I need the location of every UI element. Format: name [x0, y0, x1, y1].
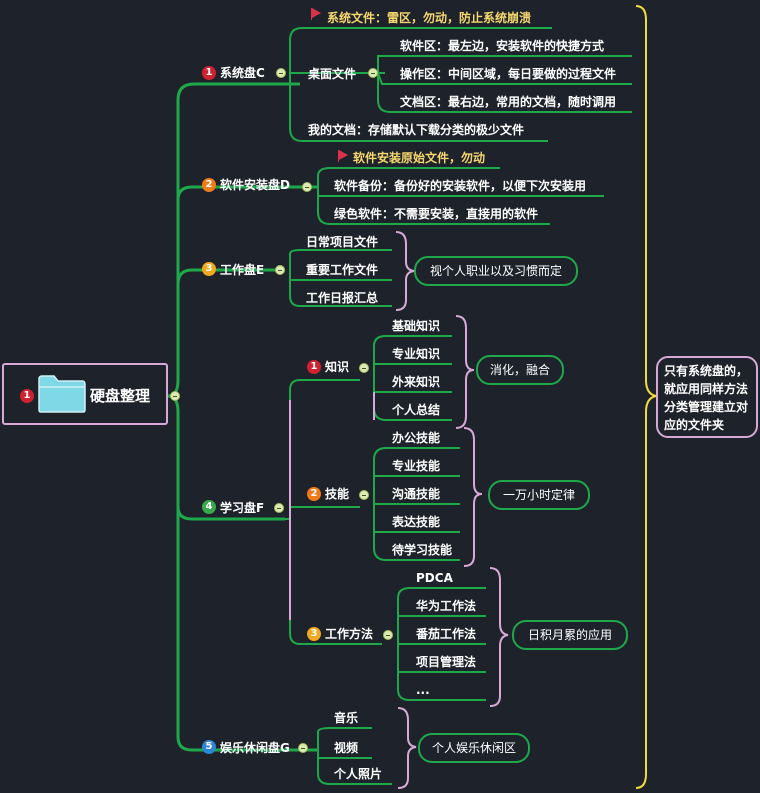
skills-item[interactable]: 专业技能: [392, 459, 441, 473]
root-priority-badge: 1: [20, 389, 34, 403]
methods-item[interactable]: 项目管理法: [416, 655, 477, 669]
flag-icon: [339, 150, 348, 160]
branch-e-item[interactable]: 工作日报汇总: [306, 291, 379, 305]
flag-pole: [311, 8, 312, 20]
root-node[interactable]: [2, 363, 168, 425]
flag-pole: [338, 150, 339, 162]
branch-g-label[interactable]: 娱乐休闲盘G: [220, 741, 290, 755]
branch-g-toggle[interactable]: [298, 743, 308, 753]
knowledge-item[interactable]: 个人总结: [392, 403, 441, 417]
methods-summary: 日积月累的应用: [512, 620, 628, 650]
branch-g-item[interactable]: 视频: [334, 741, 359, 755]
branch-c-warning: 系统文件：雷区，勿动，防止系统崩溃: [327, 11, 532, 25]
methods-item[interactable]: 番茄工作法: [416, 627, 477, 641]
branch-e-summary: 视个人职业以及习惯而定: [414, 256, 578, 286]
overall-summary-box: 只有系统盘的， 就应用同样方法 分类管理建立对 应的文件夹: [656, 356, 758, 438]
branch-d-item[interactable]: 软件备份：备份好的安装软件，以便下次安装用: [334, 179, 587, 193]
branch-g-item[interactable]: 音乐: [334, 711, 359, 725]
branch-g-badge: 5: [202, 740, 216, 754]
branch-f-label[interactable]: 学习盘F: [220, 501, 265, 515]
branch-g-summary: 个人娱乐休闲区: [418, 733, 530, 763]
group-skills-toggle[interactable]: [359, 490, 369, 500]
group-methods-badge: 3: [307, 627, 321, 641]
branch-d-warning: 软件安装原始文件，勿动: [353, 151, 486, 165]
branch-e-toggle[interactable]: [275, 265, 285, 275]
branch-e-badge: 3: [202, 262, 216, 276]
branch-f-badge: 4: [202, 500, 216, 514]
skills-item[interactable]: 表达技能: [392, 515, 441, 529]
desktop-toggle[interactable]: [368, 68, 378, 78]
group-knowledge-label[interactable]: 知识: [325, 360, 350, 374]
skills-summary: 一万小时定律: [488, 480, 590, 510]
branch-c-mydocs[interactable]: 我的文档：存储默认下载分类的极少文件: [308, 123, 525, 137]
root-collapse-toggle[interactable]: [170, 391, 180, 401]
branch-e-item[interactable]: 重要工作文件: [306, 263, 379, 277]
group-methods-toggle[interactable]: [383, 630, 393, 640]
group-skills-badge: 2: [307, 487, 321, 501]
branch-d-toggle[interactable]: [302, 182, 312, 192]
branch-c-toggle[interactable]: [276, 68, 286, 78]
knowledge-item[interactable]: 基础知识: [392, 319, 441, 333]
skills-item[interactable]: 待学习技能: [392, 543, 453, 557]
branch-g-item[interactable]: 个人照片: [334, 767, 383, 781]
group-knowledge-toggle[interactable]: [359, 363, 369, 373]
branch-c-badge: 1: [202, 66, 216, 80]
summary-line: 分类管理建立对: [664, 400, 749, 414]
skills-item[interactable]: 沟通技能: [392, 487, 441, 501]
group-methods-label[interactable]: 工作方法: [325, 627, 374, 641]
branch-d-badge: 2: [202, 178, 216, 192]
folder-icon: [38, 375, 86, 413]
branch-e-item[interactable]: 日常项目文件: [306, 235, 379, 249]
methods-item[interactable]: 华为工作法: [416, 599, 477, 613]
summary-line: 只有系统盘的，: [664, 364, 749, 378]
root-title: 硬盘整理: [90, 387, 151, 405]
knowledge-item[interactable]: 专业知识: [392, 347, 441, 361]
desktop-item[interactable]: 文档区：最右边，常用的文档，随时调用: [400, 95, 617, 109]
knowledge-item[interactable]: 外来知识: [392, 375, 441, 389]
branch-d-label[interactable]: 软件安装盘D: [220, 178, 290, 192]
knowledge-summary: 消化，融合: [476, 355, 564, 385]
methods-item[interactable]: PDCA: [416, 571, 453, 585]
branch-d-item[interactable]: 绿色软件：不需要安装，直接用的软件: [334, 207, 539, 221]
flag-icon: [312, 8, 321, 18]
branch-f-toggle[interactable]: [274, 503, 284, 513]
desktop-item[interactable]: 软件区：最左边，安装软件的快捷方式: [400, 39, 605, 53]
branch-e-label[interactable]: 工作盘E: [220, 263, 265, 277]
summary-line: 应的文件夹: [664, 418, 725, 432]
branch-c-desktop[interactable]: 桌面文件: [308, 67, 357, 81]
summary-line: 就应用同样方法: [664, 382, 749, 396]
group-skills-label[interactable]: 技能: [325, 487, 350, 501]
group-knowledge-badge: 1: [307, 360, 321, 374]
skills-item[interactable]: 办公技能: [392, 431, 441, 445]
desktop-item[interactable]: 操作区：中间区域，每日要做的过程文件: [400, 67, 617, 81]
methods-item[interactable]: ...: [416, 683, 430, 697]
branch-c-label[interactable]: 系统盘C: [220, 66, 265, 80]
